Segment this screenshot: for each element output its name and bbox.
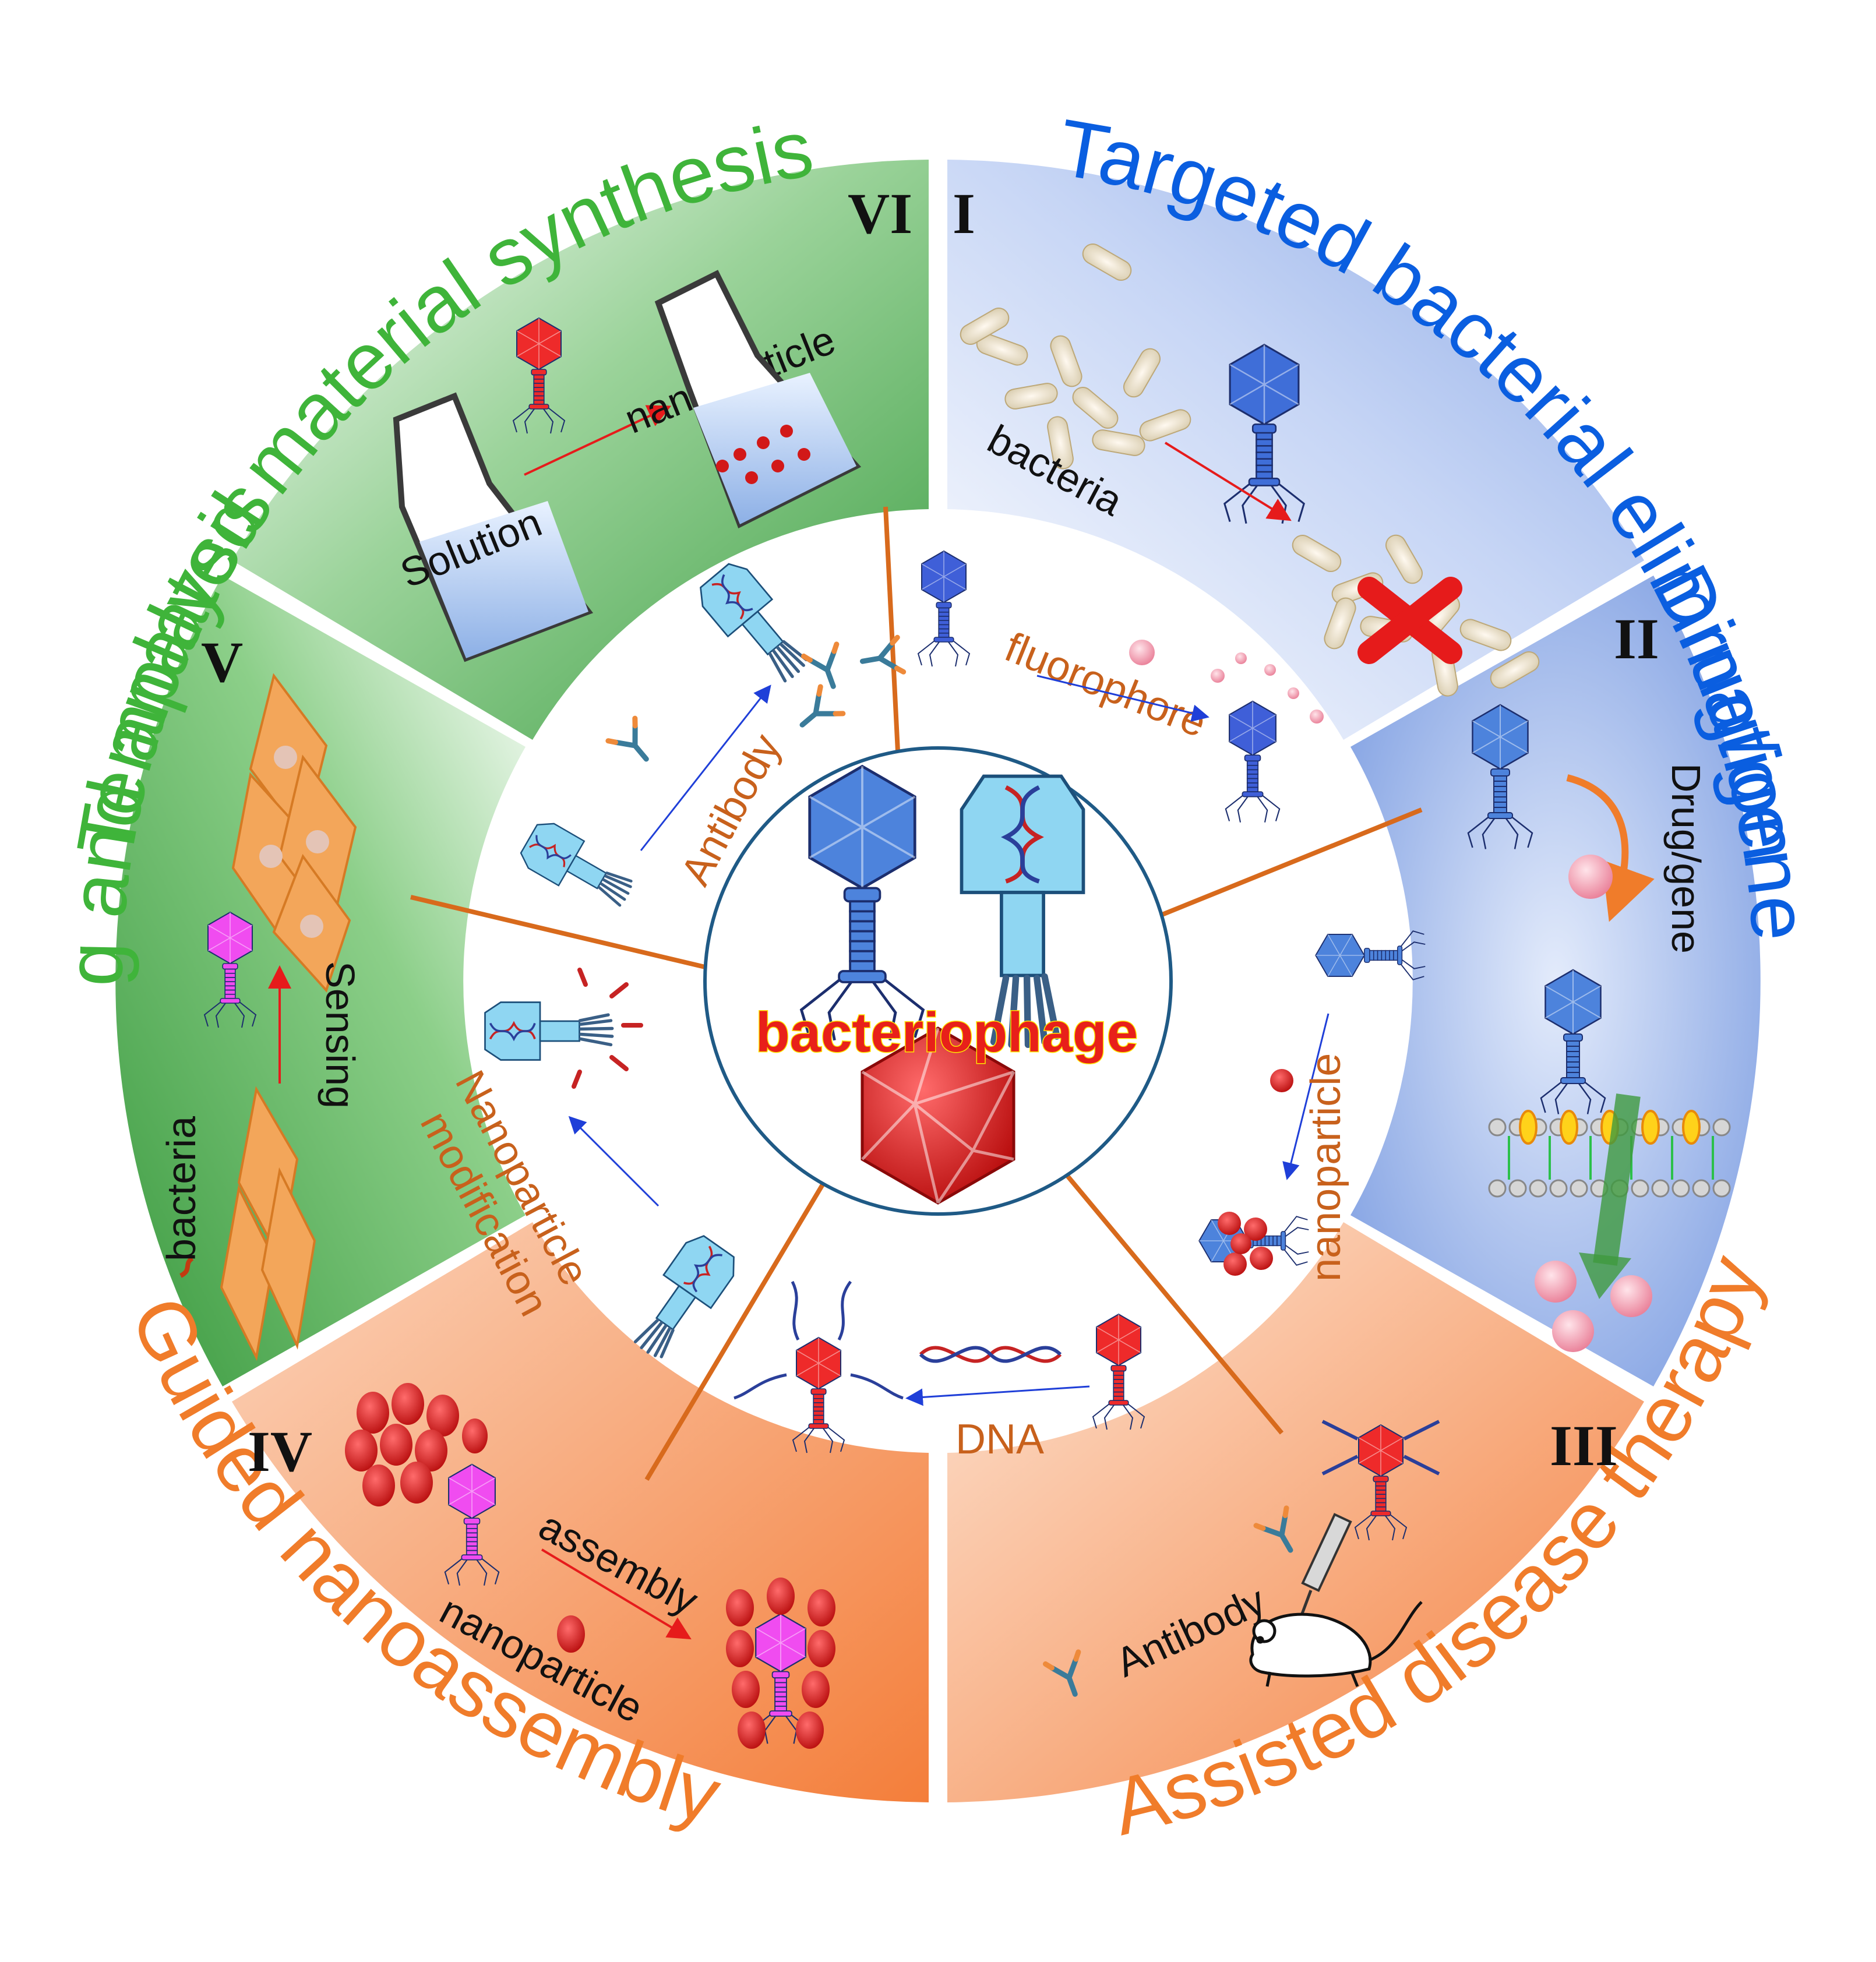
nanoparticle-icon-IV — [557, 1615, 585, 1653]
numeral-IV: IV — [248, 1419, 312, 1484]
sector-III-background — [947, 1222, 1644, 1802]
dna-modification: DNA — [734, 1280, 1145, 1463]
numeral-V: V — [201, 630, 243, 694]
antibody-phage-icon — [1321, 1420, 1440, 1541]
numeral-VI: VI — [848, 181, 912, 246]
arrow-II — [1566, 774, 1655, 922]
bacteria-label-V: bacteria — [158, 1116, 204, 1261]
dna-label: DNA — [955, 1416, 1044, 1463]
icosahedral-phage-icon — [861, 1026, 1015, 1205]
inner-dividers — [410, 506, 1423, 1481]
nanoparticle-label-inner: nanoparticle — [1303, 1053, 1349, 1282]
arrow-I — [1164, 442, 1292, 521]
nanoparticle-cluster-icon — [345, 1383, 488, 1506]
flask-solution-icon — [393, 392, 594, 662]
drug-gene-label: Drug/gene — [1663, 763, 1709, 954]
nanoparticle-modification: nanoparticle — [1198, 930, 1426, 1282]
mouse-icon — [1249, 1601, 1423, 1687]
bacteria-icon-V — [179, 1256, 194, 1278]
center-label: bacteriophage — [756, 1001, 1138, 1064]
sector-V-illustration: Sensing bacteria — [158, 673, 363, 1361]
assembled-phage-icon — [726, 1578, 835, 1749]
sector-I-background — [947, 160, 1644, 740]
delivery-arrow-icon — [1593, 1093, 1641, 1266]
cross-icon — [1357, 577, 1462, 664]
sector-VI-illustration: Solution nanoparticle — [393, 270, 862, 662]
drug-particle-icon — [1568, 855, 1613, 899]
sector-II-illustration: Drug/gene — [1467, 704, 1731, 1352]
released-drug-icon — [1535, 1261, 1577, 1303]
cell-cluster-bottom-icon — [220, 1086, 316, 1361]
arrow-VI — [524, 405, 672, 476]
flask-nanoparticle-icon — [654, 270, 862, 528]
center-circle: bacteriophage — [703, 746, 1173, 1216]
syringe-icon — [1300, 1513, 1352, 1614]
sensing-label: Sensing — [318, 961, 363, 1109]
numeral-II: II — [1614, 606, 1659, 671]
arrow-IV — [541, 1548, 692, 1640]
sector-IV-background — [232, 1222, 929, 1802]
numeral-III: III — [1550, 1413, 1618, 1478]
numeral-I: I — [953, 181, 975, 246]
